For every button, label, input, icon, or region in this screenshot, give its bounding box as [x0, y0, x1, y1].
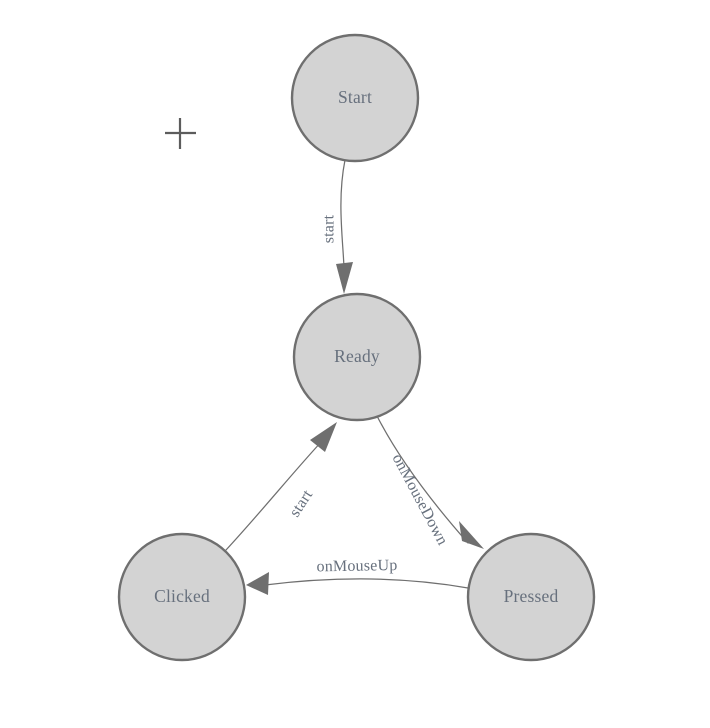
node-pressed[interactable]: Pressed: [466, 532, 596, 662]
edge-path-clicked-to-ready: [225, 439, 324, 551]
edge-label-ready-to-pressed: onMouseDown: [389, 451, 451, 548]
edge-label-clicked-to-ready: start: [286, 487, 316, 520]
node-circle-pressed[interactable]: [466, 532, 596, 662]
crosshair-icon: [165, 118, 196, 149]
arrowhead-pressed-to-clicked: [246, 572, 269, 595]
arrowhead-start-to-ready: [336, 262, 353, 294]
edge-label-pressed-to-clicked: onMouseUp: [316, 557, 397, 575]
edge-ready-to-pressed[interactable]: onMouseDown: [376, 415, 484, 549]
edge-path-ready-to-pressed: [376, 415, 469, 544]
node-circle-start[interactable]: [290, 33, 420, 163]
node-circle-clicked[interactable]: [117, 532, 247, 662]
node-label-clicked: Clicked: [154, 586, 210, 606]
edge-pressed-to-clicked[interactable]: onMouseUp: [246, 557, 469, 595]
node-circle-ready[interactable]: [292, 292, 422, 422]
node-clicked[interactable]: Clicked: [117, 532, 247, 662]
edge-start-to-ready[interactable]: start: [321, 159, 353, 294]
arrowhead-ready-to-pressed: [459, 521, 484, 549]
edge-label-start-to-ready: start: [321, 214, 338, 243]
node-label-ready: Ready: [334, 346, 380, 366]
edge-clicked-to-ready[interactable]: start: [225, 422, 337, 551]
node-ready[interactable]: Ready: [292, 292, 422, 422]
node-label-pressed: Pressed: [504, 586, 559, 606]
edge-path-pressed-to-clicked: [264, 578, 469, 589]
edge-path-start-to-ready: [340, 159, 346, 269]
arrowhead-clicked-to-ready: [310, 422, 337, 452]
node-start[interactable]: Start: [290, 33, 420, 163]
node-label-start: Start: [338, 87, 372, 107]
